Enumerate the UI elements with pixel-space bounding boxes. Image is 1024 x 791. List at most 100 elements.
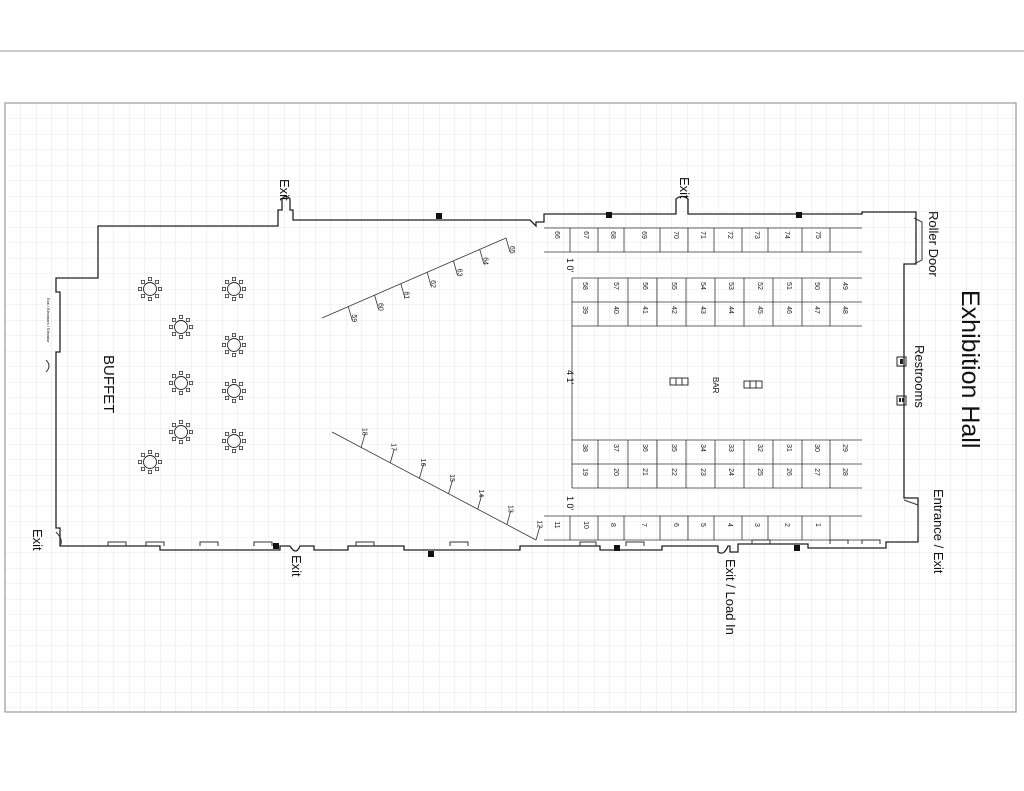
- booth-number: 29: [841, 444, 848, 452]
- booth-number: 68: [609, 231, 616, 239]
- roller-door-label: Roller Door: [926, 211, 941, 277]
- booth-number: 39: [581, 306, 588, 314]
- booth-number: 63: [455, 269, 462, 277]
- booth-divider: [448, 479, 453, 494]
- booth-number: 70: [672, 231, 679, 239]
- exit-label-top-right: Exit: [677, 177, 692, 199]
- entrance-exit-label: Entrance / Exit: [931, 489, 946, 574]
- booth-number: 59: [350, 314, 357, 322]
- booth-divider: [374, 295, 379, 310]
- booth-number: 71: [699, 231, 706, 239]
- booth-number: 30: [813, 444, 820, 452]
- column-icon: [428, 551, 434, 557]
- restroom-icon: [896, 356, 907, 367]
- booth-number: 49: [841, 282, 848, 290]
- booth-number: 57: [612, 282, 619, 290]
- booth-number: 47: [813, 306, 820, 314]
- booth-number: 44: [727, 306, 734, 314]
- round-tables: [138, 277, 246, 474]
- booth-number: 1: [814, 523, 821, 527]
- block-separators: [597, 278, 831, 488]
- booth-divider: [479, 249, 485, 264]
- booth-grid: [321, 227, 862, 541]
- booth-number: 36: [641, 444, 648, 452]
- round-table-icon: [138, 277, 162, 301]
- booth-number: 31: [785, 444, 792, 452]
- booth-number: 6: [672, 523, 679, 527]
- booth-number: 14: [477, 490, 484, 498]
- booth-number: 66: [553, 231, 560, 239]
- restroom-group: [896, 356, 907, 406]
- booth-number: 4: [726, 523, 733, 527]
- booth-number: 45: [756, 306, 763, 314]
- booth-number: 54: [699, 282, 706, 290]
- booth-number: 64: [482, 257, 489, 265]
- round-table-icon: [169, 420, 193, 444]
- booth-divider: [360, 433, 366, 448]
- booth-divider: [400, 283, 406, 298]
- round-table-icon: [222, 379, 246, 403]
- left-side-door: [45, 359, 50, 373]
- booth-number: 67: [582, 231, 589, 239]
- booth-number: 58: [581, 282, 588, 290]
- booth-number: 62: [429, 280, 436, 288]
- booth-number: 28: [841, 468, 848, 476]
- booth-number: 10: [582, 521, 589, 529]
- booth-number: 13: [506, 505, 513, 513]
- booth-divider: [347, 306, 353, 321]
- booth-number: 3: [753, 523, 760, 527]
- round-table-icon: [222, 277, 246, 301]
- diagonal-booth-ticks: [347, 237, 541, 541]
- booth-number: 7: [640, 523, 647, 527]
- round-table-icon: [222, 429, 246, 453]
- booth-number: 2: [783, 523, 790, 527]
- booth-number: 53: [727, 282, 734, 290]
- booth-number: 74: [783, 231, 790, 239]
- restroom-icon: [896, 395, 907, 406]
- booth-divider: [389, 448, 395, 463]
- booth-divider: [426, 272, 432, 287]
- booth-number: 25: [756, 468, 763, 476]
- booth-divider: [505, 237, 511, 253]
- booth-number: 46: [785, 306, 792, 314]
- small-door-note: Exit / Elevators / Elevator: [46, 298, 51, 343]
- booth-number: 17: [390, 443, 397, 451]
- booth-number: 73: [753, 231, 760, 239]
- grid-sheet: [4, 102, 1017, 713]
- booth-number: 8: [609, 523, 616, 527]
- booth-number: 21: [641, 468, 648, 476]
- pillar-mark-top: 1 0': [565, 258, 575, 273]
- booth-number: 35: [670, 444, 677, 452]
- booth-number: 40: [612, 306, 619, 314]
- column-icon: [606, 212, 612, 218]
- booth-number: 69: [640, 231, 647, 239]
- bar-label: BAR: [711, 377, 720, 394]
- booth-number: 20: [612, 468, 619, 476]
- booth-number: 12: [535, 520, 542, 528]
- booth-number: 56: [641, 282, 648, 290]
- booth-number: 24: [727, 468, 734, 476]
- booth-number: 75: [814, 231, 821, 239]
- exit-load-in-label: Exit / Load In: [723, 559, 738, 635]
- booth-number: 42: [670, 306, 677, 314]
- booth-number: 72: [726, 231, 733, 239]
- booth-number: 16: [419, 459, 426, 467]
- booth-number: 50: [813, 282, 820, 290]
- bar-counter-icon: [743, 380, 763, 389]
- column-icon: [273, 543, 279, 549]
- booth-number: 32: [756, 444, 763, 452]
- booth-number: 41: [641, 306, 648, 314]
- column-icon: [794, 545, 800, 551]
- wall-notches: [107, 539, 881, 546]
- booth-number: 15: [448, 474, 455, 482]
- booth-number: 37: [612, 444, 619, 452]
- booth-number: 11: [553, 521, 560, 528]
- pillar-mark-bottom: 1 0': [565, 496, 575, 511]
- booth-number: 61: [403, 292, 410, 300]
- booth-number: 43: [699, 306, 706, 314]
- roller-door-shape: [913, 217, 923, 265]
- booth-number: 38: [581, 444, 588, 452]
- hall-title: Exhibition Hall: [956, 290, 984, 448]
